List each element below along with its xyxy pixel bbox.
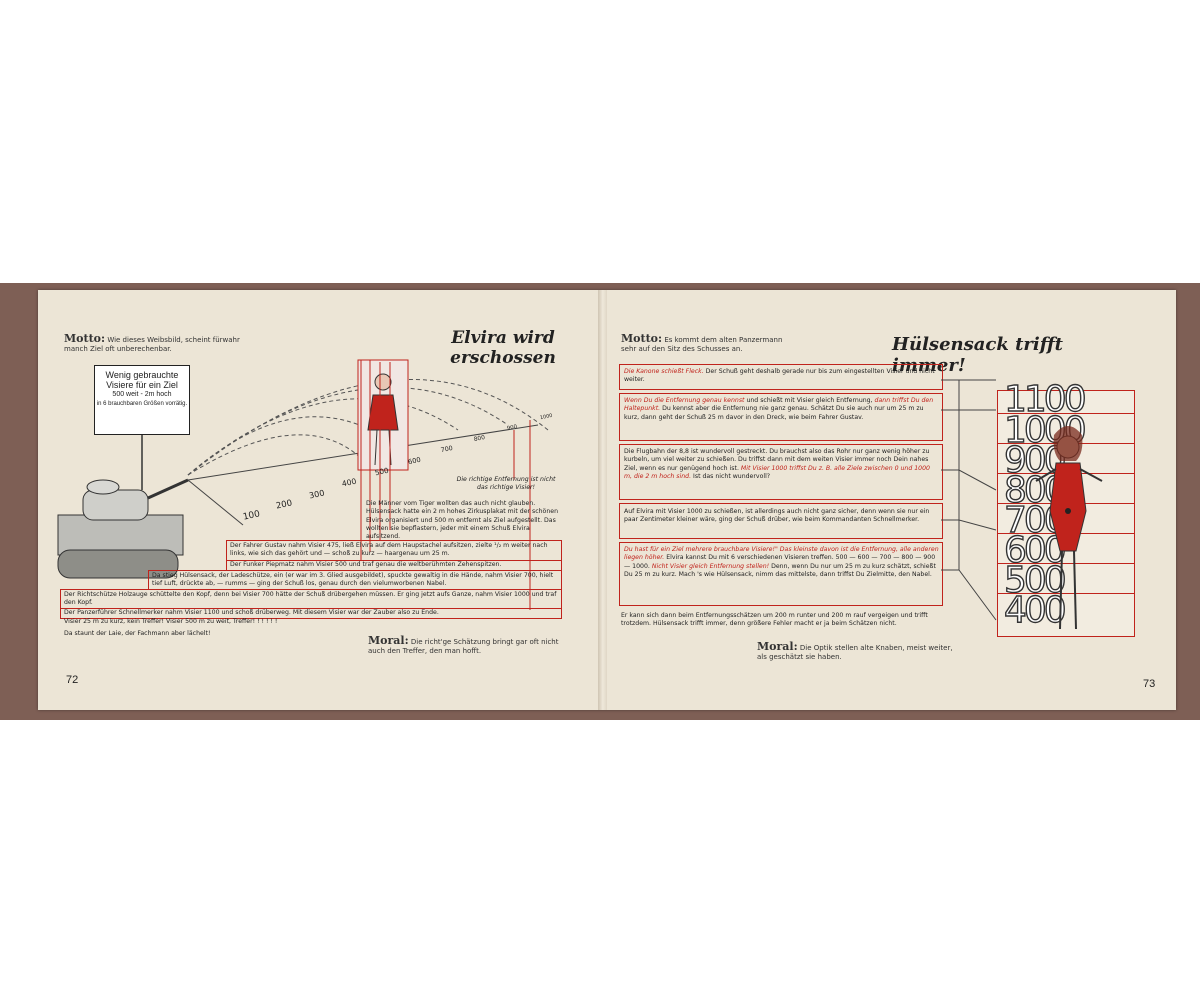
right-moral: Moral: Die Optik stellen alte Knaben, me… (757, 640, 957, 662)
box-5-red: Du hast für ein Ziel mehrere brauchbare … (624, 546, 939, 562)
box-5-body2: Denn, wenn Du nur um 25 m zu kurz schätz… (624, 562, 936, 578)
right-motto-text: Es kommt dem alten Panzermann sehr auf d… (621, 336, 783, 353)
target-row-500: 500 (998, 562, 1134, 599)
left-title: Elvira wird erschossen (450, 328, 556, 368)
box-2-red: Wenn Du die Entfernung genau kennst (624, 397, 745, 404)
left-motto-label: Motto: (64, 332, 106, 345)
left-moral: Moral: Die richt'ge Schätzung bringt gar… (368, 634, 568, 656)
right-motto-label: Motto: (621, 332, 663, 345)
box-3-red: Mit Visier 1000 triffst Du z. B. alle Zi… (624, 464, 930, 480)
right-moral-label: Moral: (757, 640, 798, 653)
line-lader: Da stieg Hülsensack, der Ladeschütze, ei… (152, 572, 554, 588)
left-motto-text: Wie dieses Weibsbild, scheint fürwahr ma… (64, 336, 240, 353)
red-note: Die richtige Entfernung ist nicht das ri… (456, 476, 556, 492)
right-motto: Motto: Es kommt dem alten Panzermann seh… (621, 332, 791, 354)
connector-arrows (941, 379, 997, 621)
line-funker: Der Funker Piepmatz nahm Visier 500 und … (230, 561, 502, 568)
box-3: Die Flugbahn der 8,8 ist wundervoll gest… (619, 444, 943, 500)
box-3-body: Die Flugbahn der 8,8 ist wundervoll gest… (624, 448, 930, 472)
line-panzer: Der Panzerführer Schnellmerker nahm Visi… (64, 609, 439, 616)
sign-line1: Wenig gebrauchte (105, 370, 179, 380)
box-5-text: Du hast für ein Ziel mehrere brauchbare … (624, 546, 939, 579)
box-richt: Der Richtschütze Holzauge schüttelte den… (60, 589, 562, 609)
poster-target (357, 359, 409, 471)
red-marker-lines (360, 360, 531, 610)
book-spread: Motto: Wie dieses Weibsbild, scheint für… (38, 290, 1176, 710)
line-richt: Der Richtschütze Holzauge schüttelte den… (64, 591, 557, 607)
right-title: Hülsensack trifft immer! (892, 334, 1063, 376)
visier-sign: Wenig gebrauchte Visiere für ein Ziel 50… (94, 365, 190, 435)
box-2-body: und schießt mit Visier gleich Entfernung… (746, 397, 873, 404)
paragraph-intro: Die Männer vom Tiger wollten das auch ni… (366, 500, 558, 541)
target-row-400: 400 (998, 592, 1134, 629)
line-fahrer: Der Fahrer Gustav nahm Visier 475, ließ … (230, 542, 548, 558)
box-1-red: Die Kanone schießt Fleck. (624, 368, 704, 375)
line-visier: Visier 25 m zu kurz, kein Treffer! Visie… (64, 618, 278, 625)
box-5-body: Elvira kannst Du mit 6 verschiedenen Vis… (624, 554, 936, 570)
box-fahrer: Der Fahrer Gustav nahm Visier 475, ließ … (226, 540, 562, 561)
box-1-text: Die Kanone schießt Fleck. Der Schuß geht… (624, 368, 939, 385)
box-1-body: Der Schuß geht deshalb gerade nur bis zu… (624, 368, 935, 384)
line-laie: Da staunt der Laie, der Fachmann aber lä… (64, 630, 211, 637)
box-1: Die Kanone schießt Fleck. Der Schuß geht… (619, 364, 943, 390)
box-5-red2: Nicht Visier gleich Entfernung stellen! (651, 562, 770, 570)
box-5: Du hast für ein Ziel mehrere brauchbare … (619, 542, 943, 606)
left-page: Motto: Wie dieses Weibsbild, scheint für… (38, 290, 601, 710)
girl-figure (1035, 426, 1103, 630)
sign-line2: Visiere für ein Ziel (106, 380, 178, 390)
left-motto: Motto: Wie dieses Weibsbild, scheint für… (64, 332, 264, 354)
left-moral-label: Moral: (368, 634, 409, 647)
trajectory-illustration (57, 359, 549, 610)
tank-icon (57, 478, 189, 579)
box-2: Wenn Du die Entfernung genau kennst und … (619, 393, 943, 441)
box-lader: Da stieg Hülsensack, der Ladeschütze, ei… (148, 570, 562, 590)
left-moral-text: Die richt'ge Schätzung bringt gar oft ni… (368, 638, 559, 655)
box-2-text: Wenn Du die Entfernung genau kennst und … (624, 397, 939, 422)
right-page: Motto: Es kommt dem alten Panzermann seh… (607, 290, 1176, 710)
left-page-number: 72 (66, 674, 79, 686)
box-panzer: Der Panzerführer Schnellmerker nahm Visi… (60, 608, 562, 619)
sign-line3: 500 weit - 2m hoch (112, 391, 172, 398)
right-page-number: 73 (1143, 678, 1156, 690)
sign-line4: in 6 brauchbaren Größen vorrätig. (96, 401, 188, 407)
box-4: Auf Elvira mit Visier 1000 zu schießen, … (619, 503, 943, 539)
right-moral-text: Die Optik stellen alte Knaben, meist wei… (757, 644, 953, 661)
box-4-text: Auf Elvira mit Visier 1000 zu schießen, … (624, 508, 930, 524)
box-2-red2: dann triffst Du den Haltepunkt. (624, 397, 934, 413)
after-text: Er kann sich dann beim Entfernungsschätz… (621, 612, 928, 628)
box-3-body2: Ist das nicht wundervoll? (693, 472, 771, 480)
box-3-text: Die Flugbahn der 8,8 ist wundervoll gest… (624, 448, 939, 481)
target-row-1100: 1100 (1003, 379, 1087, 420)
box-2-body2: Du kennst aber die Entfernung nie ganz g… (624, 405, 924, 421)
